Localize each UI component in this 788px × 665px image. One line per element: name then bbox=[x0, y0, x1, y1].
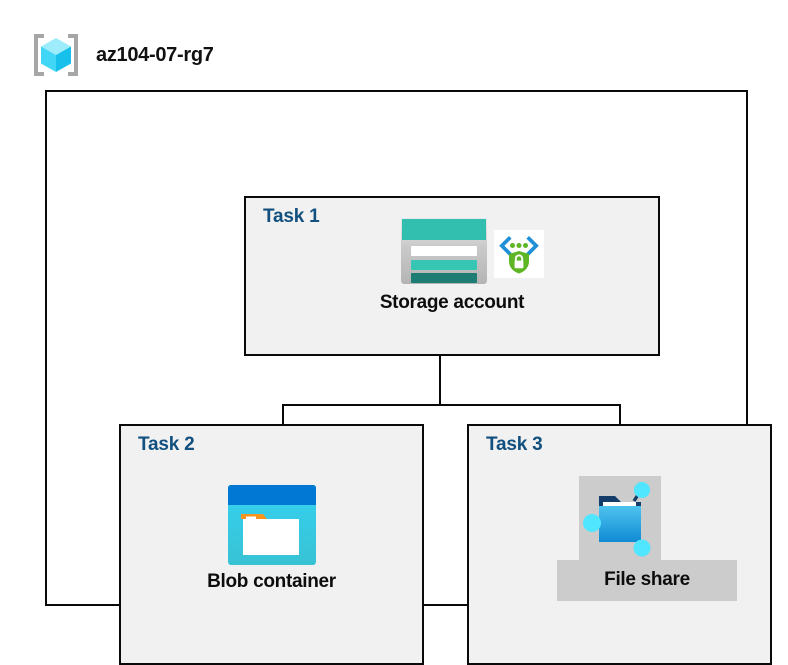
resource-group-name: az104-07-rg7 bbox=[96, 43, 214, 66]
task-3-box[interactable]: Task 3 bbox=[467, 424, 772, 665]
storage-account-label: Storage account bbox=[379, 292, 525, 313]
task-1-box[interactable]: Task 1 bbox=[244, 196, 660, 356]
task-3-label: Task 3 bbox=[486, 434, 543, 455]
storage-icon-bar-dark-teal bbox=[411, 273, 477, 283]
connector-horizontal-bar bbox=[282, 404, 621, 406]
task-1-label: Task 1 bbox=[263, 206, 320, 227]
storage-icon-header-bar bbox=[402, 219, 486, 240]
file-share-label: File share bbox=[557, 560, 737, 601]
storage-icon-bar-white bbox=[411, 246, 477, 256]
blob-container-label: Blob container bbox=[207, 571, 336, 592]
resource-group-cube-icon bbox=[30, 29, 82, 81]
storage-account-icon bbox=[401, 218, 487, 284]
blob-container-icon bbox=[227, 484, 317, 566]
private-endpoint-icon bbox=[494, 230, 544, 278]
storage-icon-bar-teal bbox=[411, 260, 477, 270]
resource-group-header: az104-07-rg7 bbox=[30, 28, 390, 82]
file-share-icon bbox=[578, 476, 661, 562]
resource-group-container: Task 1 bbox=[45, 90, 772, 665]
connector-storage-to-branch bbox=[439, 324, 441, 406]
task-2-label: Task 2 bbox=[138, 434, 195, 455]
task-2-box[interactable]: Task 2 Blob container bbox=[119, 424, 424, 665]
